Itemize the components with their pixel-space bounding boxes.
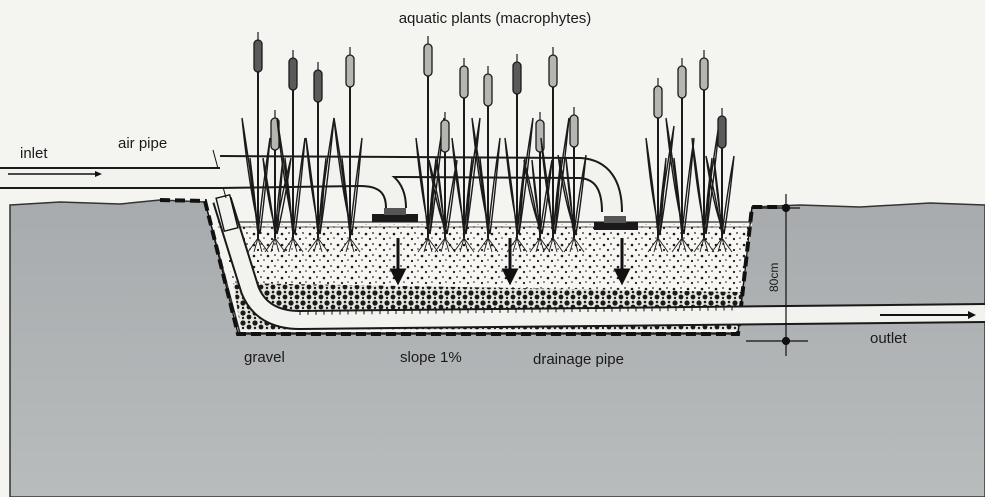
depth-label: 80cm xyxy=(767,263,781,292)
air-pipe-label: air pipe xyxy=(118,135,167,152)
title-label: aquatic plants (macrophytes) xyxy=(399,10,592,27)
gravel-label: gravel xyxy=(244,349,285,366)
reed-plant xyxy=(666,58,694,252)
reed-plant xyxy=(334,47,362,252)
slope-label: slope 1% xyxy=(400,349,462,366)
distributor-left xyxy=(372,214,418,222)
inlet-label: inlet xyxy=(20,145,48,162)
drainage-pipe-label: drainage pipe xyxy=(533,351,624,368)
reed-plant xyxy=(541,47,569,252)
reed-plant xyxy=(416,36,444,252)
outlet-label: outlet xyxy=(870,330,908,347)
aquatic-plants xyxy=(242,32,734,252)
distributor-right xyxy=(594,222,638,230)
reed-plant xyxy=(242,32,270,252)
inspection-riser xyxy=(216,195,238,231)
